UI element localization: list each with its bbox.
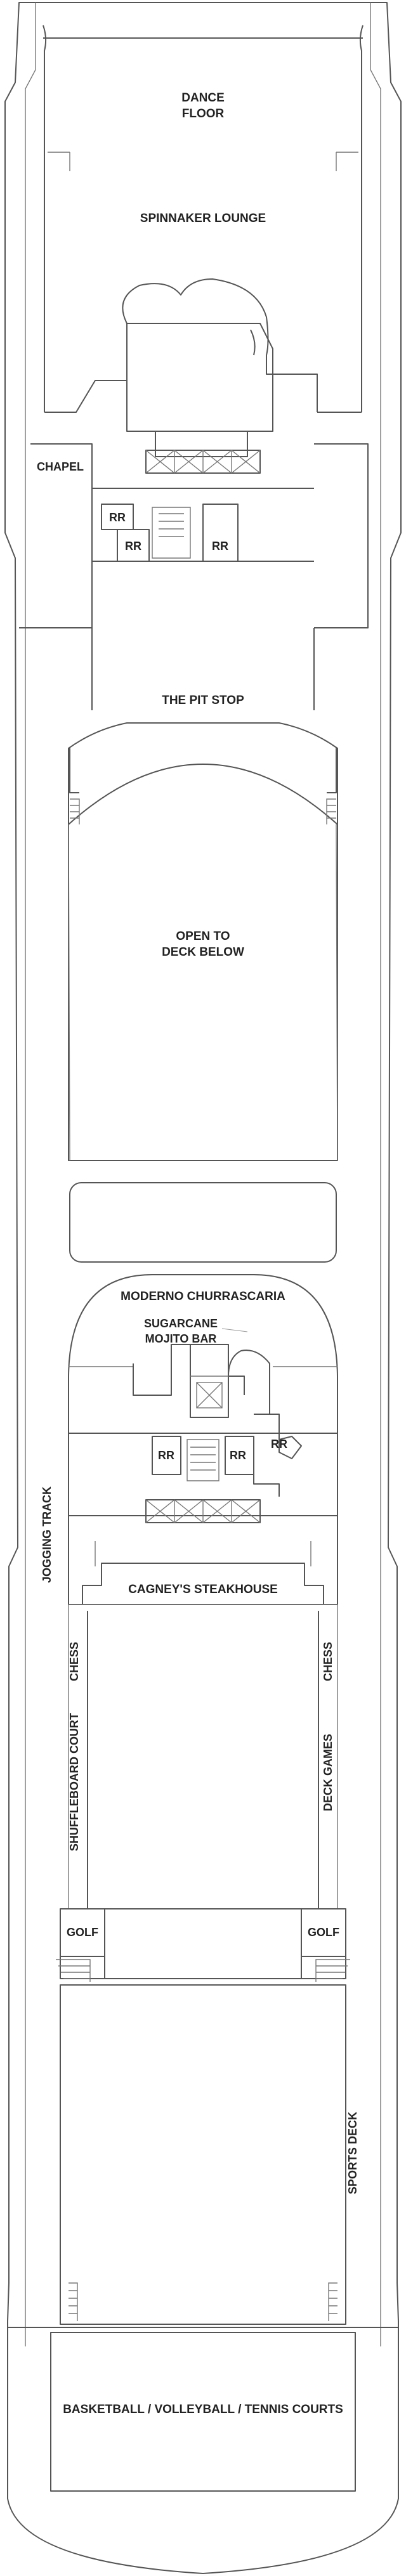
chess-label-right: CHESS (322, 1642, 334, 1681)
sports-courts (8, 2327, 398, 2492)
golf-areas (60, 1908, 346, 1979)
pit-stop-label: THE PIT STOP (162, 694, 244, 707)
sugarcane-label: SUGARCANE (144, 1317, 218, 1330)
restroom-label: RR (125, 540, 141, 552)
dance-floor-label-2: FLOOR (182, 107, 225, 120)
deck-games-label: DECK GAMES (322, 1734, 334, 1811)
circular-bar-feature (44, 278, 362, 457)
open-to-deck-below (68, 722, 338, 1161)
open-to-deck-label-2: DECK BELOW (162, 946, 244, 959)
cagneys-steakhouse (69, 1563, 337, 1605)
chapel (19, 443, 369, 628)
sports-deck (60, 1984, 346, 2325)
elevator-bank (145, 450, 261, 474)
spinnaker-lounge (43, 25, 363, 412)
restroom-label: RR (230, 1449, 246, 1462)
golf-label-right: GOLF (308, 1926, 339, 1939)
restroom-label: RR (158, 1449, 174, 1462)
deck-lanes (68, 1604, 338, 1909)
hull-outline (4, 2, 402, 2574)
sugarcane-label-2: MOJITO BAR (145, 1332, 217, 1345)
golf-label-left: GOLF (67, 1926, 98, 1939)
pool-outline (69, 1182, 337, 1263)
sports-deck-label: SPORTS DECK (346, 2112, 359, 2194)
dance-floor-label: DANCE (181, 91, 225, 105)
spinnaker-lounge-label: SPINNAKER LOUNGE (140, 212, 266, 225)
pit-stop-area (69, 628, 337, 793)
moderno-label: MODERNO CHURRASCARIA (121, 1290, 285, 1303)
restroom-label: RR (109, 511, 126, 524)
shuffleboard-label: SHUFFLEBOARD COURT (68, 1713, 81, 1851)
restroom-block-upper (92, 488, 314, 562)
restroom-label: RR (212, 540, 228, 552)
golf-stairs (56, 1959, 350, 1982)
restaurant-block (68, 1274, 338, 1605)
open-to-deck-label: OPEN TO (176, 930, 230, 943)
elevator-bank-lower (95, 1499, 311, 1566)
courts-label: BASKETBALL / VOLLEYBALL / TENNIS COURTS (63, 2403, 343, 2416)
chapel-label: CHAPEL (37, 460, 84, 473)
jogging-track-label: JOGGING TRACK (41, 1486, 53, 1583)
cagneys-label: CAGNEY'S STEAKHOUSE (128, 1583, 278, 1596)
restroom-label: RR (271, 1438, 287, 1450)
sugarcane-pointer (221, 1328, 248, 1332)
chess-label-left: CHESS (68, 1642, 81, 1681)
